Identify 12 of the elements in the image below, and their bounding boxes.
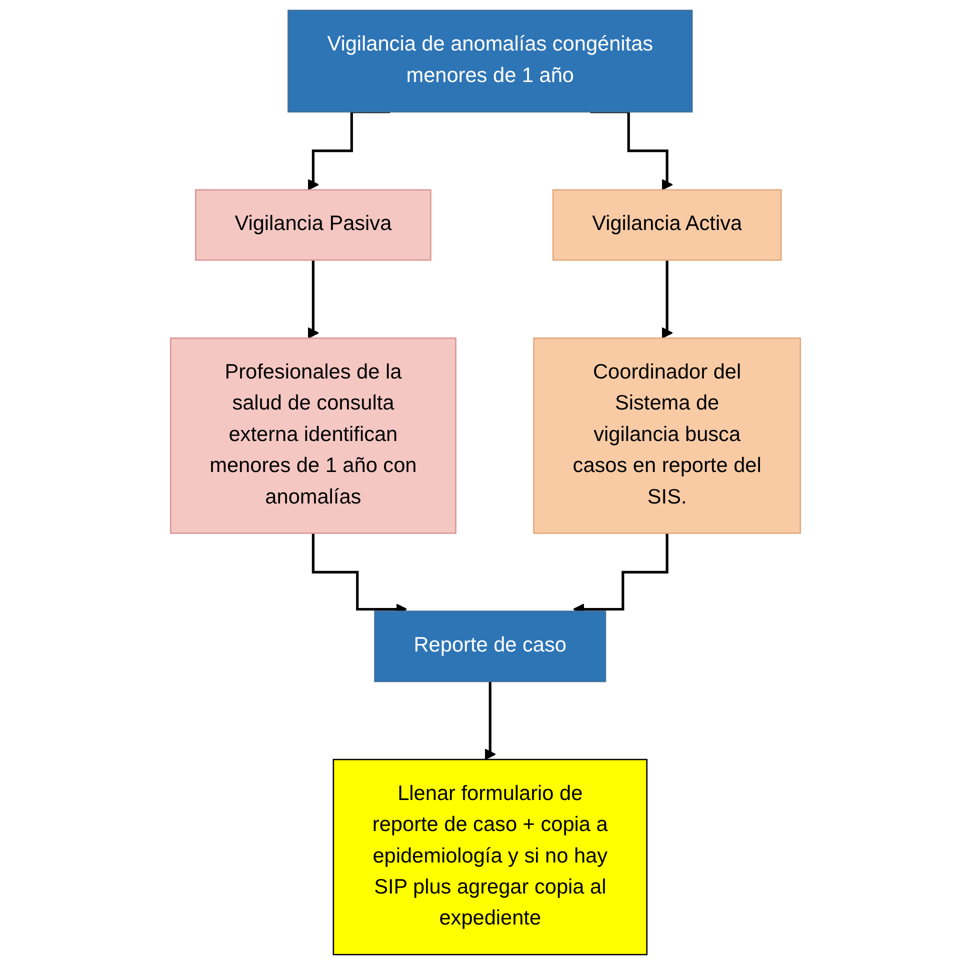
arrow: [307, 258, 319, 339]
node-box: Vigilancia Pasiva: [195, 189, 432, 261]
arrow: [590, 110, 673, 190]
arrow: [661, 258, 673, 339]
node-box: Llenar formulario de reporte de caso + copia a epidemiología y si no hay SIP plus agregar copia al expediente: [332, 758, 648, 956]
node-box: Vigilancia Activa: [552, 189, 782, 261]
node-box: Coordinador del Sistema de vigilancia busca casos en reporte del SIS.: [533, 338, 801, 534]
arrow: [484, 680, 496, 760]
node-box: Profesionales de la salud de consulta externa identifican menores de 1 año con anomalías: [170, 338, 456, 534]
arrow: [307, 110, 390, 190]
node-box: Vigilancia de anomalías congénitas menores de 1 año: [288, 10, 693, 112]
node-box: Reporte de caso: [374, 610, 606, 682]
